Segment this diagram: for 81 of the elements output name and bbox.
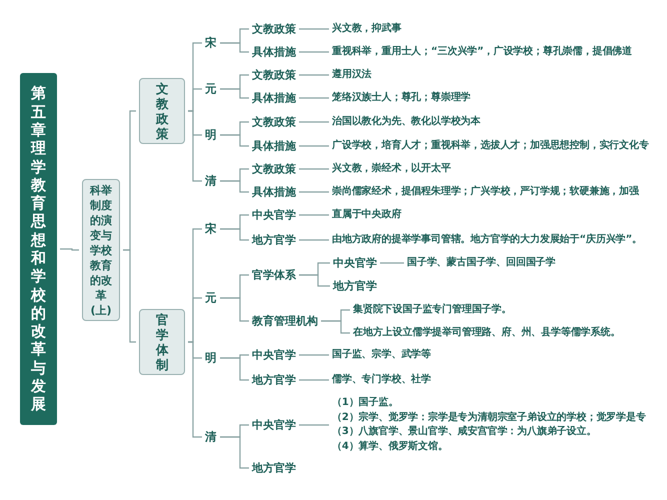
connector-line [60, 248, 79, 251]
branch-label: 文教政策 [252, 68, 296, 82]
category-box [139, 309, 185, 375]
branch-text: 国子学、蒙古国子学、回回国子学 [407, 256, 556, 270]
box-text: 科举制度的演变与学校教育的改革(上) [89, 182, 113, 318]
branch-text: 笼络汉族士人；尊孔；尊崇理学 [332, 90, 471, 105]
branch-text: 崇尚儒家经术，提倡程朱理学；广兴学校，严订学规；软硬兼施，加强 [332, 184, 639, 199]
branch-text: 遵用汉法 [332, 68, 372, 82]
branch-text: 国子监、宗学、武学等 [332, 348, 432, 362]
branch-label: 地方官学 [252, 232, 296, 248]
connector-line [299, 121, 329, 123]
dynasty-label: 宋 [205, 36, 217, 50]
branch-label: 中央官学 [252, 348, 296, 362]
connector-line [299, 191, 329, 193]
branch-text: （3）八旗官学、景山官学、咸安宫官学：为八旗弟子设立。 [332, 425, 598, 439]
branch-label: 文教政策 [252, 114, 296, 130]
connector-line [380, 262, 404, 264]
connector-line [220, 357, 249, 381]
branch-text: 由地方政府的提举学事司管辖。地方官学的大力发展始于“庆历兴学”。 [332, 232, 642, 247]
branch-label: 地方官学 [252, 460, 296, 476]
connector-line [299, 168, 329, 170]
box-text: 第五章理学教育思想和学校的改革与发展 [31, 84, 46, 414]
branch-label: 中央官学 [252, 418, 296, 432]
dynasty-label: 元 [205, 82, 217, 96]
connector-line [299, 28, 329, 30]
branch-text: （4）算学、俄罗斯文馆。 [332, 440, 449, 454]
connector-line [299, 274, 330, 287]
connector-line [299, 97, 329, 99]
topic-box [82, 179, 120, 321]
connector-line [123, 249, 136, 343]
dynasty-label: 宋 [205, 222, 217, 236]
dynasty-label: 清 [205, 430, 217, 444]
box-text: 文教政策 [156, 81, 168, 141]
connector-line [220, 180, 249, 193]
branch-label: 教育管理机构 [252, 314, 318, 328]
branch-text: 兴文教，崇经术，以开太平 [332, 162, 451, 176]
connector-line [299, 51, 329, 53]
connector-line [220, 88, 249, 99]
connector-line [220, 228, 249, 241]
branch-text: 广设学校，培育人才；重视科举，选拔人才；加强思想控制，实行文化专 [332, 138, 649, 153]
branch-label: 地方官学 [252, 372, 296, 388]
branch-text: （1）国子监。 [332, 396, 400, 410]
connector-line [188, 110, 202, 182]
chapter-title-box [20, 73, 57, 425]
dynasty-label: 明 [205, 350, 217, 366]
branch-label: 官学体系 [252, 268, 296, 282]
branch-label: 中央官学 [252, 208, 296, 222]
branch-text: 重视科举，重用士人；“三次兴学”，广设学校；尊孔崇儒，提倡佛道 [332, 44, 632, 59]
connector-line [220, 134, 249, 147]
branch-label: 具体措施 [252, 184, 296, 200]
branch-label: 具体措施 [252, 138, 296, 154]
dynasty-label: 元 [205, 290, 217, 306]
dynasty-label: 明 [205, 128, 217, 142]
branch-text: 集贤院下设国子监专门管理国子学。 [353, 302, 512, 317]
connector-line [299, 239, 329, 241]
connector-line [188, 341, 202, 438]
dynasty-label: 清 [205, 174, 217, 188]
branch-text: 在地方上设立儒学提举司管理路、府、州、县学等儒学系统。 [353, 326, 620, 340]
category-box [139, 78, 185, 144]
connector-line [299, 74, 329, 76]
connector-line [220, 42, 249, 53]
branch-label: 具体措施 [252, 44, 296, 60]
connector-line [299, 379, 329, 381]
branch-label: 文教政策 [252, 162, 296, 176]
branch-text: 兴文教，抑武事 [332, 22, 402, 36]
connector-line [299, 354, 329, 356]
branch-text: 直属于中央政府 [332, 208, 402, 222]
branch-label: 具体措施 [252, 90, 296, 106]
connector-line [220, 297, 249, 322]
connector-line [321, 320, 350, 334]
box-text: 官学体制 [156, 312, 168, 372]
branch-label: 地方官学 [333, 278, 377, 294]
branch-text: （2）宗学、觉罗学：宗学是专为清朝宗室子弟设立的学校；觉罗学是专 [332, 410, 646, 424]
connector-line [299, 145, 329, 147]
connector-line [220, 436, 249, 469]
branch-label: 文教政策 [252, 22, 296, 36]
connector-line [299, 214, 329, 216]
connector-line [299, 424, 329, 426]
branch-text: 治国以教化为先、教化以学校为本 [332, 114, 481, 129]
branch-text: 儒学、专门学校、社学 [332, 372, 432, 387]
branch-label: 中央官学 [333, 256, 377, 270]
